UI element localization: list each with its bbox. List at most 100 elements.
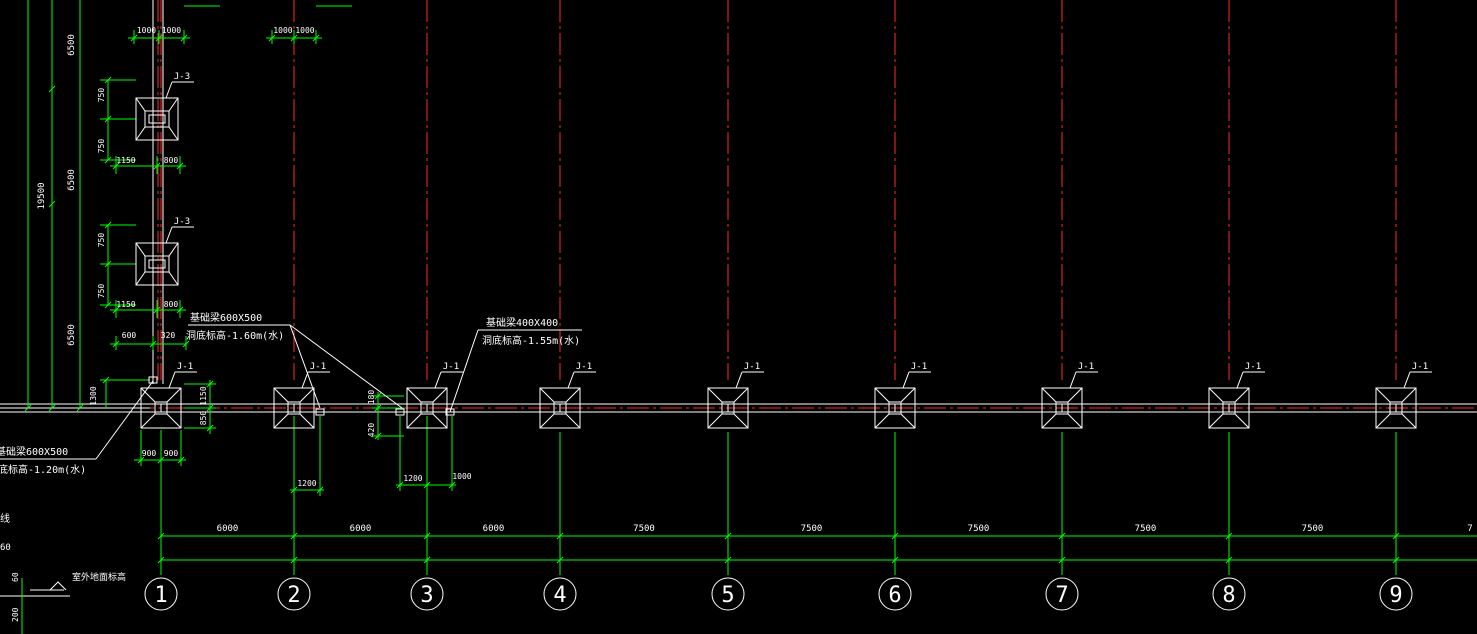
footing-j-3: J-3: [135, 72, 194, 141]
axis-bubble-4: 4: [543, 577, 577, 611]
axis-bubble-label: 8: [1222, 583, 1235, 608]
axis-bubble-9: 9: [1379, 577, 1413, 611]
axis3-below-label: 1000: [452, 472, 471, 481]
axis-bubble-label: 3: [420, 583, 433, 608]
dim-60-label: 60: [11, 572, 20, 582]
fragment-60-label: 60: [0, 543, 11, 553]
dim-200-label: 200: [11, 607, 20, 622]
axis-spacing-label: 6000: [350, 524, 372, 534]
connector-square: [445, 408, 455, 416]
j3-width-label: 800: [164, 156, 179, 165]
footing-tag-label: J-1: [177, 362, 193, 372]
dim-total-label: 19500: [37, 182, 47, 209]
axis1-below-label: 900: [164, 449, 179, 458]
footing-j-1: J-1: [1375, 362, 1432, 429]
connector-square: [315, 408, 325, 416]
axis3-below-label: 1200: [403, 474, 422, 483]
footing-j-1: J-1: [1208, 362, 1265, 429]
axis-bubble-label: 7: [1055, 583, 1068, 608]
axis1-right-dim-label: 1150: [199, 386, 208, 405]
axis1-offset-label: 600: [122, 331, 137, 340]
axis-spacing-label: 6000: [217, 524, 239, 534]
footing-tag-label: J-1: [443, 362, 459, 372]
axis-spacing-label: 7500: [1135, 524, 1157, 534]
footing-tag-label: J-1: [576, 362, 592, 372]
axis-bubble-label: 1: [154, 583, 167, 608]
axis-bubble-3: 3: [410, 577, 444, 611]
top-dim-axis2-label: 1000: [295, 26, 314, 35]
axis-spacing-label: 7: [1467, 524, 1472, 534]
footing-j-3: J-3: [135, 217, 194, 286]
connector-square: [395, 408, 405, 416]
axis-bubble-5: 5: [711, 577, 745, 611]
footing-tag-label: J-1: [310, 362, 326, 372]
j3-width-label: 1150: [116, 156, 135, 165]
axis-bubble-label: 5: [721, 583, 734, 608]
note-beam-c: 基础梁600X500 底标高-1.20m(水): [0, 380, 154, 476]
axis3-left-dim-label: 420: [367, 423, 376, 438]
axis3-left-dim-label: 180: [367, 390, 376, 405]
axis1-offset-label: 320: [161, 331, 176, 340]
axis-bubble-label: 2: [287, 583, 300, 608]
connector-square: [148, 376, 158, 384]
axis-bubble-8: 8: [1212, 577, 1246, 611]
axis-bubble-label: 6: [888, 583, 901, 608]
outdoor-level-label: 室外地面标高: [72, 571, 126, 583]
axis-bubble-label: 4: [553, 583, 566, 608]
dim-span-label: 6500: [67, 169, 77, 191]
dim-span-label: 6500: [67, 324, 77, 346]
fragment-line-label: 线: [0, 512, 10, 525]
footing-j-1: J-1: [874, 362, 931, 429]
j3-upper-dim-label: 750: [97, 139, 106, 154]
footing-j-1: J-1: [273, 362, 330, 429]
dim-span-label: 6500: [67, 34, 77, 56]
footing-j-1: J-1: [140, 362, 197, 429]
footing-tag-label: J-3: [174, 217, 190, 227]
axis-bubble-label: 9: [1389, 583, 1402, 608]
footing-j-1: J-1: [539, 362, 596, 429]
note-beam-b-line1: 基础梁400X400: [486, 316, 558, 329]
axis-spacing-label: 7500: [633, 524, 655, 534]
axis-spacing-label: 6000: [483, 524, 505, 534]
note-beam-a: 基础梁600X500 洞底标高-1.60m(水): [186, 311, 403, 409]
footing-j-1: J-1: [707, 362, 764, 429]
top-dim-axis2-label: 1000: [273, 26, 292, 35]
axis-bubble-2: 2: [277, 577, 311, 611]
axis-bubble-1: 1: [144, 577, 178, 611]
note-beam-c-line1: 基础梁600X500: [0, 445, 68, 458]
axis2-below-label: 1200: [297, 479, 316, 488]
axis1-right-dim-label: 850: [199, 411, 208, 426]
footing-tag-label: J-3: [174, 72, 190, 82]
note-beam-a-line1: 基础梁600X500: [190, 311, 262, 324]
footing-tag-label: J-1: [1245, 362, 1261, 372]
note-beam-c-line2: 底标高-1.20m(水): [0, 463, 86, 476]
foundation-beam-group: [0, 0, 1477, 413]
j3-width-label: 1150: [116, 300, 135, 309]
j3-upper-dim-label: 750: [97, 88, 106, 103]
axis-bubble-6: 6: [878, 577, 912, 611]
axis-bubble-7: 7: [1045, 577, 1079, 611]
note-beam-a-line2: 洞底标高-1.60m(水): [186, 329, 284, 342]
top-dim-axis1-label: 1000: [162, 26, 181, 35]
footing-tag-label: J-1: [1412, 362, 1428, 372]
note-beam-b: 基础梁400X400 洞底标高-1.55m(水): [449, 316, 582, 413]
axis-spacing-label: 7500: [1302, 524, 1324, 534]
axis-line-group: [0, 0, 1477, 575]
footing-tag-label: J-1: [1078, 362, 1094, 372]
footing-j-1: J-1: [406, 362, 463, 429]
j3-lower-dim-label: 750: [97, 284, 106, 299]
note-beam-b-line2: 洞底标高-1.55m(水): [482, 334, 580, 347]
bottom-left-legend: 线 60 室外地面标高 60 200: [0, 512, 126, 634]
footing-tag-label: J-1: [744, 362, 760, 372]
j3-width-label: 800: [164, 300, 179, 309]
j3-lower-dim-label: 750: [97, 233, 106, 248]
footing-tag-label: J-1: [911, 362, 927, 372]
axis1-below-label: 900: [142, 449, 157, 458]
axis-spacing-label: 7500: [801, 524, 823, 534]
j1-offset-dim-label: 1300: [89, 386, 98, 405]
footing-j-1: J-1: [1041, 362, 1098, 429]
axis-bubble-group: 1 2 3 4 5 6 7 8 9: [144, 577, 1413, 611]
